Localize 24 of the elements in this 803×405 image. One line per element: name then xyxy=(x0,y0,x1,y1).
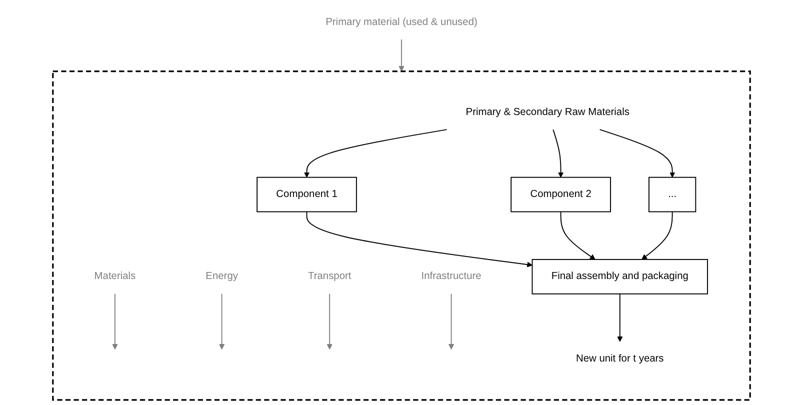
arrow xyxy=(219,293,225,350)
node-text: Primary & Secondary Raw Materials xyxy=(466,106,630,118)
node-box: Component 1 xyxy=(256,176,357,212)
node-box: Final assembly and packaging xyxy=(532,259,708,294)
node-text: Primary material (used & unused) xyxy=(326,16,478,28)
cluster xyxy=(52,70,751,401)
arrow xyxy=(599,129,676,178)
arrow xyxy=(304,129,448,178)
arrow xyxy=(560,211,596,260)
arrow xyxy=(306,211,532,268)
arrow xyxy=(326,293,332,350)
node-text: New unit for t years xyxy=(576,353,664,364)
node-text: Energy xyxy=(206,270,238,282)
arrow xyxy=(617,293,623,342)
node-box: Component 2 xyxy=(510,176,611,212)
node-text: Transport xyxy=(308,270,352,282)
arrow xyxy=(398,39,404,72)
node-text: Materials xyxy=(94,270,136,282)
arrow xyxy=(112,293,118,350)
arrow xyxy=(448,293,454,350)
node-text: Infrastructure xyxy=(421,270,482,282)
arrow xyxy=(642,211,673,260)
arrow xyxy=(552,129,564,178)
node-box: ... xyxy=(648,176,696,212)
